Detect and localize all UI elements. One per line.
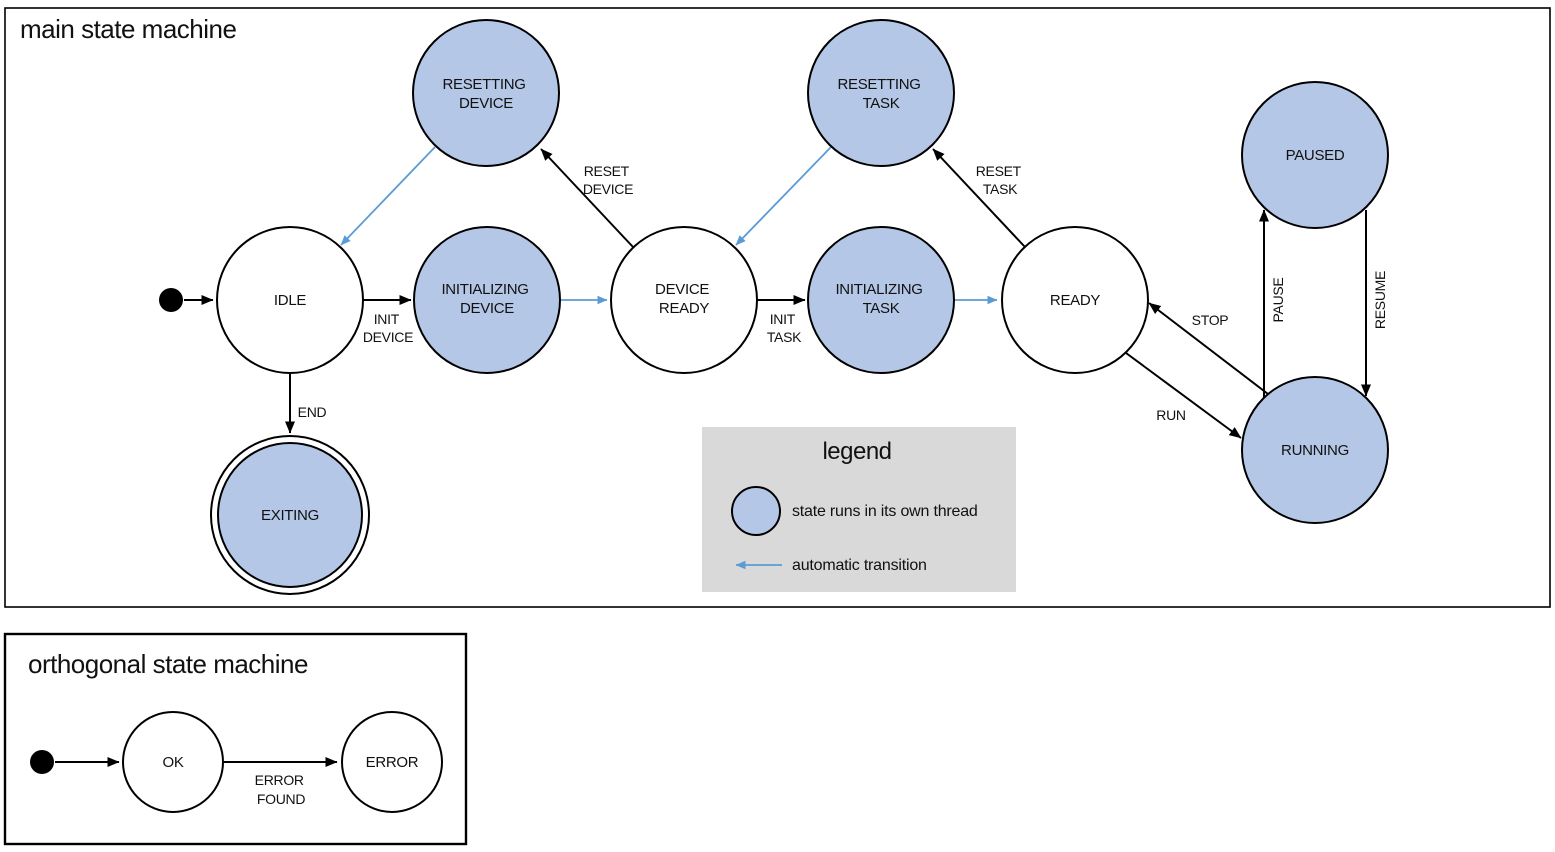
initial-state-dot	[159, 288, 183, 312]
state-error-circle	[341, 711, 443, 813]
state-ok-label: OK	[162, 754, 183, 771]
state-label-line: DEVICE	[459, 95, 513, 112]
state-label-line: INITIALIZING	[441, 281, 528, 298]
state-ok: OK	[122, 711, 224, 813]
state-idle-label: IDLE	[274, 292, 306, 309]
transition-reset-device	[540, 148, 634, 248]
state-label-line: DEVICE	[460, 300, 514, 317]
transition-stop	[1148, 302, 1269, 395]
transition-auto-resetting-task-to-device-ready	[735, 146, 832, 246]
transition-label-line: RESET	[976, 163, 1022, 179]
state-running-label: RUNNING	[1281, 442, 1349, 459]
main-machine-title: main state machine	[20, 14, 236, 44]
orthogonal-machine-frame	[3, 632, 468, 846]
main-state-machine: main state machine INIT DEVICE RESET DEV…	[4, 7, 1551, 608]
state-resetting-device-label: RESETTING DEVICE	[442, 76, 529, 112]
transition-reset-task	[932, 148, 1026, 248]
state-exiting-circle	[217, 442, 363, 588]
orthogonal-state-machine: orthogonal state machine ERROR FOUND OK …	[3, 632, 468, 846]
legend: legend state runs in its own thread auto…	[702, 427, 1016, 592]
transition-label-reset-task: RESET TASK	[976, 163, 1025, 197]
state-idle: IDLE	[216, 226, 364, 374]
legend-automatic-transition-label: automatic transition	[792, 557, 927, 574]
transition-label-init-task: INIT TASK	[767, 311, 802, 345]
legend-title: legend	[822, 438, 891, 465]
state-device-ready: DEVICE READY	[610, 226, 758, 374]
transition-label-line: DEVICE	[363, 329, 413, 345]
state-idle-circle	[216, 226, 364, 374]
state-ready-circle	[1001, 226, 1149, 374]
transition-label-line: INIT	[374, 311, 400, 327]
transition-label-init-device: INIT DEVICE	[363, 311, 413, 345]
transition-label-line: FOUND	[257, 791, 305, 807]
state-ready: READY	[1001, 226, 1149, 374]
transition-label-line: INIT	[770, 311, 796, 327]
transition-label-stop: STOP	[1192, 312, 1229, 328]
transition-label-line: DEVICE	[583, 181, 633, 197]
state-running-circle	[1241, 376, 1389, 524]
transition-label-pause: PAUSE	[1270, 278, 1286, 323]
transition-label-line: ERROR	[255, 772, 304, 788]
state-device-ready-circle	[610, 226, 758, 374]
state-exiting-label: EXITING	[261, 507, 319, 524]
orthogonal-initial-state-dot	[30, 750, 54, 774]
main-machine-frame	[4, 7, 1551, 608]
state-label-line: RESETTING	[837, 76, 920, 93]
state-resetting-task: RESETTING TASK	[807, 19, 955, 167]
state-error: ERROR	[341, 711, 443, 813]
state-resetting-device-circle	[412, 19, 560, 167]
state-label-line: DEVICE	[655, 281, 709, 298]
state-resetting-device: RESETTING DEVICE	[412, 19, 560, 167]
state-paused: PAUSED	[1241, 81, 1389, 229]
legend-threaded-state-icon	[731, 486, 781, 536]
state-running: RUNNING	[1241, 376, 1389, 524]
transition-auto-resetting-device-to-idle	[340, 146, 436, 246]
transition-label-end: END	[298, 404, 327, 420]
state-initializing-device-label: INITIALIZING DEVICE	[441, 281, 532, 317]
transition-label-line: TASK	[983, 181, 1018, 197]
state-initializing-task-circle	[807, 226, 955, 374]
state-label-line: RESETTING	[442, 76, 525, 93]
state-exiting-final: EXITING	[210, 435, 370, 595]
state-resetting-task-label: RESETTING TASK	[837, 76, 924, 112]
transition-label-run: RUN	[1156, 407, 1185, 423]
state-initializing-device-circle	[413, 226, 561, 374]
state-error-label: ERROR	[366, 754, 419, 771]
state-initializing-device: INITIALIZING DEVICE	[413, 226, 561, 374]
state-initializing-task-label: INITIALIZING TASK	[835, 281, 926, 317]
state-label-line: READY	[659, 300, 709, 317]
transition-label-line: RESET	[584, 163, 630, 179]
state-label-line: TASK	[863, 300, 900, 317]
state-ready-label: READY	[1050, 292, 1100, 309]
legend-threaded-state-label: state runs in its own thread	[792, 503, 978, 520]
state-ok-circle	[122, 711, 224, 813]
state-resetting-task-circle	[807, 19, 955, 167]
transition-label-reset-device: RESET DEVICE	[583, 163, 633, 197]
state-paused-circle	[1241, 81, 1389, 229]
state-label-line: INITIALIZING	[835, 281, 922, 298]
transition-label-resume: RESUME	[1372, 271, 1388, 329]
state-paused-label: PAUSED	[1286, 147, 1345, 164]
transition-label-line: TASK	[767, 329, 802, 345]
state-label-line: TASK	[863, 95, 900, 112]
transition-label-error-found: ERROR FOUND	[255, 772, 308, 807]
state-device-ready-label: DEVICE READY	[655, 281, 713, 317]
orthogonal-machine-title: orthogonal state machine	[28, 649, 308, 679]
state-initializing-task: INITIALIZING TASK	[807, 226, 955, 374]
transition-run	[1125, 352, 1242, 439]
